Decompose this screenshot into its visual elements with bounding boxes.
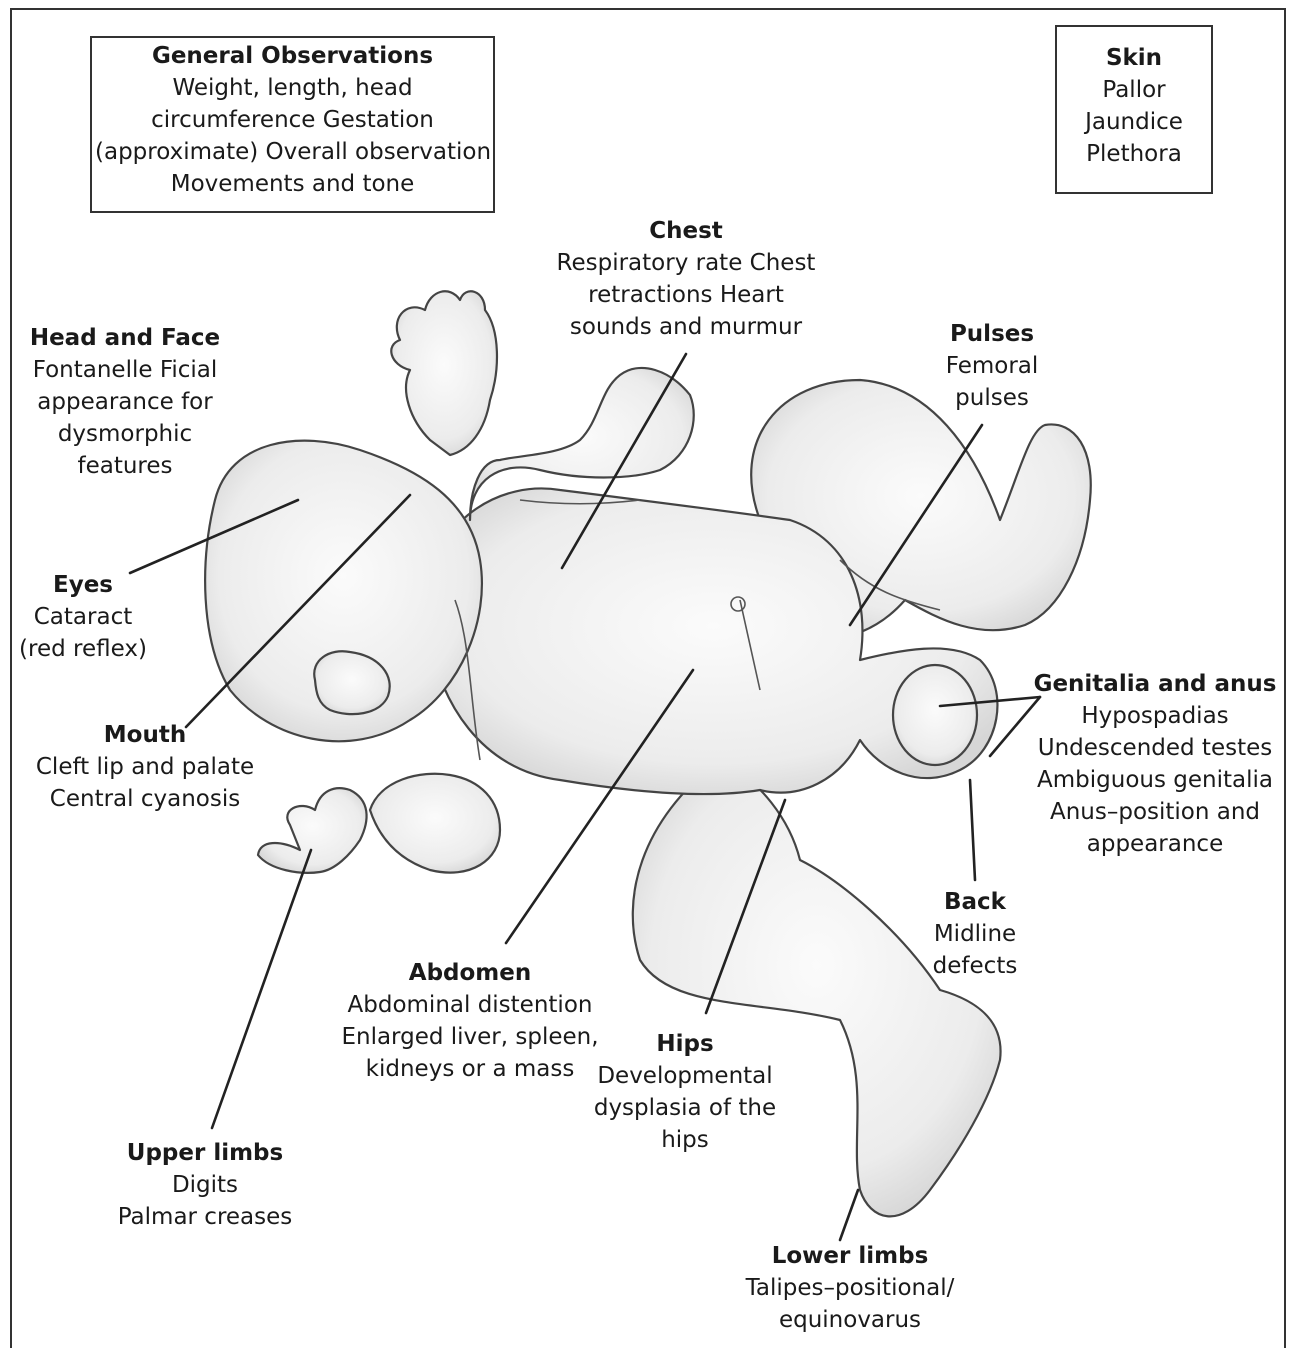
mouth-line: Cleft lip and palate xyxy=(25,751,265,783)
head-face-line: dysmorphic xyxy=(20,418,230,450)
hips-label: Hips Developmental dysplasia of the hips xyxy=(590,1028,780,1156)
eyes-line: Cataract xyxy=(8,601,158,633)
genitalia-line: appearance xyxy=(1030,828,1280,860)
hips-title: Hips xyxy=(590,1028,780,1060)
genitalia-shape xyxy=(893,665,977,765)
skin-line: Plethora xyxy=(1058,138,1210,170)
skin-line: Pallor xyxy=(1058,74,1210,106)
abdomen-label: Abdomen Abdominal distention Enlarged li… xyxy=(335,957,605,1085)
pulses-title: Pulses xyxy=(912,318,1072,350)
genitalia-line: Hypospadias xyxy=(1030,700,1280,732)
head-face-line: appearance for xyxy=(20,386,230,418)
eyes-line: (red reflex) xyxy=(8,633,158,665)
back-line: defects xyxy=(905,950,1045,982)
abdomen-line: Enlarged liver, spleen, xyxy=(335,1021,605,1053)
back-title: Back xyxy=(905,886,1045,918)
lower-limbs-line: equinovarus xyxy=(735,1304,965,1336)
chest-title: Chest xyxy=(546,215,826,247)
pulses-line: Femoral xyxy=(912,350,1072,382)
lower-hand-shape xyxy=(258,788,367,873)
back-leader xyxy=(970,780,975,880)
abdomen-line: Abdominal distention xyxy=(335,989,605,1021)
back-label: Back Midline defects xyxy=(905,886,1045,982)
lower-limbs-line: Talipes–positional/ xyxy=(735,1272,965,1304)
mouth-title: Mouth xyxy=(25,719,265,751)
raised-hand-shape xyxy=(391,291,497,455)
chest-line: retractions Heart xyxy=(546,279,826,311)
hips-line: hips xyxy=(590,1124,780,1156)
skin-label: Skin Pallor Jaundice Plethora xyxy=(1058,42,1210,170)
lower-limbs-label: Lower limbs Talipes–positional/ equinova… xyxy=(735,1240,965,1336)
skin-line: Jaundice xyxy=(1058,106,1210,138)
hips-line: Developmental xyxy=(590,1060,780,1092)
eyes-label: Eyes Cataract (red reflex) xyxy=(8,569,158,665)
lower-arm-shape xyxy=(370,774,500,873)
general-line: circumference Gestation xyxy=(95,104,490,136)
mouth-line: Central cyanosis xyxy=(25,783,265,815)
upper-limbs-label: Upper limbs Digits Palmar creases xyxy=(110,1137,300,1233)
genitalia-title: Genitalia and anus xyxy=(1030,668,1280,700)
upper-limbs-line: Palmar creases xyxy=(110,1201,300,1233)
genitalia-line: Undescended testes xyxy=(1030,732,1280,764)
pulses-label: Pulses Femoral pulses xyxy=(912,318,1072,414)
abdomen-line: kidneys or a mass xyxy=(335,1053,605,1085)
upper-limbs-title: Upper limbs xyxy=(110,1137,300,1169)
abdomen-title: Abdomen xyxy=(335,957,605,989)
chest-line: Respiratory rate Chest xyxy=(546,247,826,279)
general-line: Movements and tone xyxy=(95,168,490,200)
pulses-line: pulses xyxy=(912,382,1072,414)
chest-line: sounds and murmur xyxy=(546,311,826,343)
back-line: Midline xyxy=(905,918,1045,950)
general-observations-title: General Observations xyxy=(95,40,490,72)
genitalia-line: Anus–position and xyxy=(1030,796,1280,828)
genitalia-line: Ambiguous genitalia xyxy=(1030,764,1280,796)
upper-limbs-line: Digits xyxy=(110,1169,300,1201)
head-face-label: Head and Face Fontanelle Ficial appearan… xyxy=(20,322,230,482)
head-face-title: Head and Face xyxy=(20,322,230,354)
eyes-title: Eyes xyxy=(8,569,158,601)
general-line: (approximate) Overall observation xyxy=(95,136,490,168)
general-line: Weight, length, head xyxy=(95,72,490,104)
lower-limbs-title: Lower limbs xyxy=(735,1240,965,1272)
upper-limbs-leader xyxy=(212,850,311,1128)
genitalia-label: Genitalia and anus Hypospadias Undescend… xyxy=(1030,668,1280,860)
mouth-label: Mouth Cleft lip and palate Central cyano… xyxy=(25,719,265,815)
general-observations-label: General Observations Weight, length, hea… xyxy=(95,40,490,200)
lower-limbs-leader xyxy=(840,1190,858,1240)
head-face-line: Fontanelle Ficial xyxy=(20,354,230,386)
chest-label: Chest Respiratory rate Chest retractions… xyxy=(546,215,826,343)
hips-line: dysplasia of the xyxy=(590,1092,780,1124)
skin-title: Skin xyxy=(1058,42,1210,74)
head-face-line: features xyxy=(20,450,230,482)
